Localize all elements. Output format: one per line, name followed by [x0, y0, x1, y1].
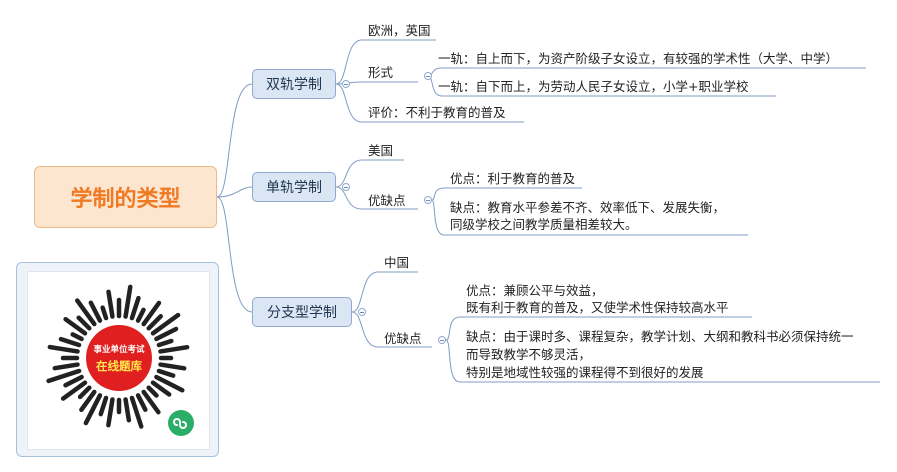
connector-b2-c2-g2: [431, 199, 748, 236]
connector-b1-c2-g1: [427, 67, 866, 77]
collapse-icon[interactable]: [358, 308, 366, 316]
connector-b3-c2: [351, 311, 432, 348]
single-track-pros-cons: 优缺点: [368, 193, 406, 208]
dual-track-form: 形式: [368, 65, 394, 80]
branch-single-track[interactable]: 单轨学制: [252, 172, 336, 202]
single-track-origin: 美国: [368, 143, 394, 158]
branching-track-pro-line2: 既有利于教育的普及，又使学术性保持较高水平: [466, 300, 729, 315]
connector-root-b3: [216, 196, 253, 313]
qr-pattern: [46, 284, 190, 429]
connector-b1-c3: [335, 83, 524, 123]
connector-b3-c2-g2: [445, 339, 880, 383]
qr-code-card[interactable]: 事业单位考试 在线题库: [16, 262, 219, 457]
collapse-icon[interactable]: [424, 196, 432, 204]
single-track-con-line1: 缺点：教育水平参差不齐、效率低下、发展失衡，: [450, 200, 726, 215]
branching-track-con-line2: 而导致教学不够灵活，: [466, 347, 592, 362]
branch-dual-track-label: 双轨学制: [266, 77, 322, 93]
connector-b2-c2-g1: [431, 187, 582, 201]
collapse-icon[interactable]: [424, 72, 432, 80]
qr-badge-line2: 在线题库: [96, 358, 142, 373]
root-title: 学制的类型: [70, 187, 181, 212]
connector-b2-c2: [335, 186, 418, 210]
connector-root-b2: [216, 186, 253, 198]
branch-branching-track-label: 分支型学制: [267, 305, 337, 321]
root-node[interactable]: 学制的类型: [34, 166, 217, 228]
branching-track-pro-line1: 优点：兼顾公平与效益，: [466, 283, 604, 298]
branch-branching-track[interactable]: 分支型学制: [252, 297, 352, 327]
branching-track-pros-cons: 优缺点: [384, 331, 422, 346]
connector-root-b1: [216, 83, 253, 198]
mini-program-icon: [168, 410, 194, 436]
qr-badge-line1: 事业单位考试: [93, 344, 145, 355]
connector-b3-c2-g1: [445, 316, 752, 341]
branch-single-track-label: 单轨学制: [266, 180, 322, 196]
collapse-icon[interactable]: [342, 183, 350, 191]
collapse-icon[interactable]: [438, 336, 446, 344]
branching-track-con-line1: 缺点：由于课时多、课程复杂，教学计划、大纲和教科书必须保持统一: [466, 329, 854, 344]
connector-b1-c1: [335, 39, 436, 85]
collapse-icon[interactable]: [342, 80, 350, 88]
branch-dual-track[interactable]: 双轨学制: [252, 69, 336, 99]
single-track-con-line2: 同级学校之间教学质量相差较大。: [450, 217, 638, 232]
dual-track-form-lower: 一轨：自下而上，为劳动人民子女设立，小学+职业学校: [438, 79, 749, 94]
dual-track-form-upper: 一轨：自上而下，为资产阶级子女设立，有较强的学术性（大学、中学）: [438, 51, 839, 66]
branching-track-origin: 中国: [384, 255, 410, 270]
qr-code: 事业单位考试 在线题库: [27, 271, 210, 450]
dual-track-origin: 欧洲，英国: [368, 23, 431, 38]
branching-track-con-line3: 特别是地域性较强的课程得不到很好的发展: [466, 365, 704, 380]
qr-center-badge: 事业单位考试 在线题库: [86, 325, 152, 391]
dual-track-evaluation: 评价：不利于教育的普及: [368, 105, 506, 120]
single-track-pro: 优点：利于教育的普及: [450, 171, 576, 186]
connector-b3-c1: [351, 271, 418, 313]
connector-b2-c1: [335, 159, 404, 188]
